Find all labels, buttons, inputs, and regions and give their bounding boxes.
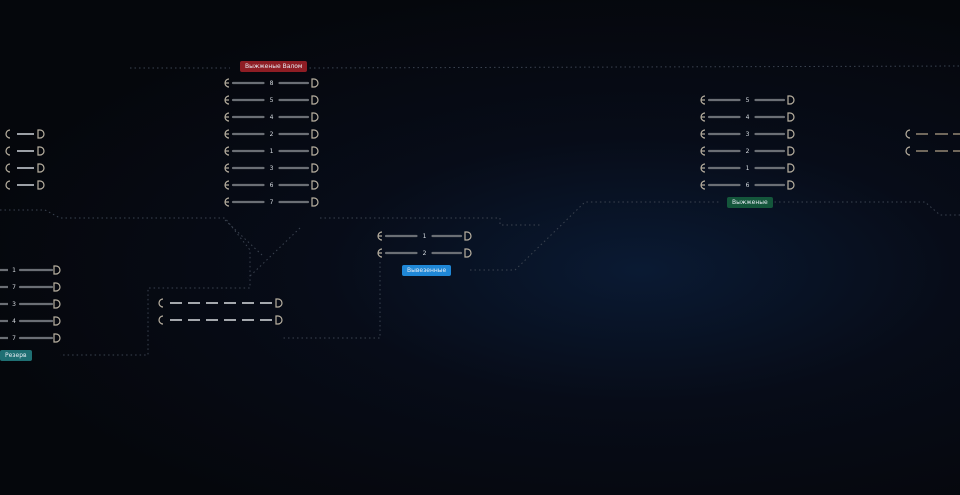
track-number: 7: [270, 199, 274, 206]
right-bumper: [53, 333, 61, 343]
track-row[interactable]: 7: [0, 282, 61, 292]
track-row[interactable]: 1: [224, 146, 319, 156]
right-bumper: [53, 282, 61, 292]
track-row[interactable]: 2: [224, 129, 319, 139]
left-partial-tracks: [5, 129, 45, 190]
right-bumper: [787, 129, 795, 139]
right-bumper: [311, 197, 319, 207]
right-bumper: [311, 95, 319, 105]
track-number: 2: [746, 148, 750, 155]
track-row[interactable]: [5, 146, 45, 156]
track-row[interactable]: 4: [224, 112, 319, 122]
right-partial-tracks: [905, 129, 960, 156]
right-bumper: [787, 180, 795, 190]
track-number: 3: [746, 131, 750, 138]
track-row[interactable]: [905, 129, 960, 139]
track-number: 1: [12, 267, 16, 274]
track-row[interactable]: 1: [0, 265, 61, 275]
track-number: 1: [270, 148, 274, 155]
track-group-teal: 1 7 3 4 7: [0, 265, 61, 343]
right-bumper: [53, 299, 61, 309]
track-number: 7: [12, 335, 16, 342]
group-label-green[interactable]: Выжженые: [727, 197, 773, 208]
track-number: 2: [423, 250, 427, 257]
right-bumper: [311, 180, 319, 190]
track-group-red: 8 5 4 2 1 3 6 7: [224, 78, 319, 207]
track-number: 1: [423, 233, 427, 240]
track-row[interactable]: 4: [0, 316, 61, 326]
right-bumper: [53, 265, 61, 275]
track-row[interactable]: 5: [224, 95, 319, 105]
track-group-green: 5 4 3 2 1 6: [700, 95, 795, 190]
track-row[interactable]: 7: [224, 197, 319, 207]
right-bumper: [311, 146, 319, 156]
right-bumper: [311, 129, 319, 139]
track-row[interactable]: [905, 146, 960, 156]
track-row[interactable]: [158, 298, 283, 308]
track-row[interactable]: 6: [224, 180, 319, 190]
dotted-routes: [0, 65, 960, 356]
track-number: 2: [270, 131, 274, 138]
track-number: 3: [270, 165, 274, 172]
track-row[interactable]: [158, 315, 283, 325]
track-row[interactable]: 3: [224, 163, 319, 173]
right-bumper: [311, 163, 319, 173]
group-label-teal[interactable]: Резерв: [0, 350, 32, 361]
track-number: 6: [746, 182, 750, 189]
right-bumper: [787, 146, 795, 156]
track-row[interactable]: 1: [700, 163, 795, 173]
group-label-blue[interactable]: Вывезенные: [402, 265, 452, 276]
track-row[interactable]: [5, 163, 45, 173]
right-bumper: [787, 112, 795, 122]
track-number: 1: [746, 165, 750, 172]
right-bumper: [464, 248, 472, 258]
track-row[interactable]: 2: [377, 248, 472, 258]
track-number: 4: [12, 318, 16, 325]
track-row[interactable]: 4: [700, 112, 795, 122]
right-bumper: [311, 78, 319, 88]
right-bumper: [787, 95, 795, 105]
track-number: 4: [746, 114, 750, 121]
group-label-red[interactable]: Выжженые Валом: [240, 61, 308, 72]
right-bumper: [464, 231, 472, 241]
track-row[interactable]: 5: [700, 95, 795, 105]
track-row[interactable]: 3: [700, 129, 795, 139]
right-bumper: [787, 163, 795, 173]
track-row[interactable]: 6: [700, 180, 795, 190]
track-row[interactable]: 8: [224, 78, 319, 88]
track-row[interactable]: 1: [377, 231, 472, 241]
track-number: 7: [12, 284, 16, 291]
track-number: 4: [270, 114, 274, 121]
track-number: 8: [270, 80, 274, 87]
track-row[interactable]: [5, 180, 45, 190]
track-row[interactable]: 2: [700, 146, 795, 156]
track-group-blue: 12: [377, 231, 472, 258]
track-row[interactable]: [5, 129, 45, 139]
right-bumper: [53, 316, 61, 326]
right-bumper: [311, 112, 319, 122]
track-number: 3: [12, 301, 16, 308]
track-row[interactable]: 7: [0, 333, 61, 343]
track-number: 5: [270, 97, 274, 104]
dashed-track-pair: [158, 298, 283, 325]
track-number: 6: [270, 182, 274, 189]
track-row[interactable]: 3: [0, 299, 61, 309]
track-number: 5: [746, 97, 750, 104]
